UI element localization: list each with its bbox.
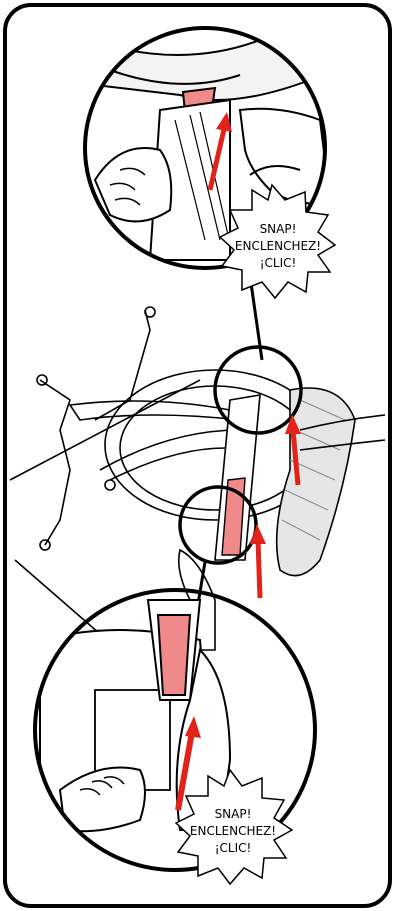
red-clip-bottom: [158, 615, 190, 695]
callout-top-line1: SNAP!: [260, 222, 297, 236]
callout-bottom-line1: SNAP!: [215, 807, 252, 821]
callout-bottom-line3: ¡CLIC!: [215, 841, 252, 855]
callout-top-line2: ENCLENCHEZ!: [235, 239, 321, 253]
callout-top-line3: ¡CLIC!: [260, 256, 297, 270]
callout-bottom-line2: ENCLENCHEZ!: [190, 824, 276, 838]
